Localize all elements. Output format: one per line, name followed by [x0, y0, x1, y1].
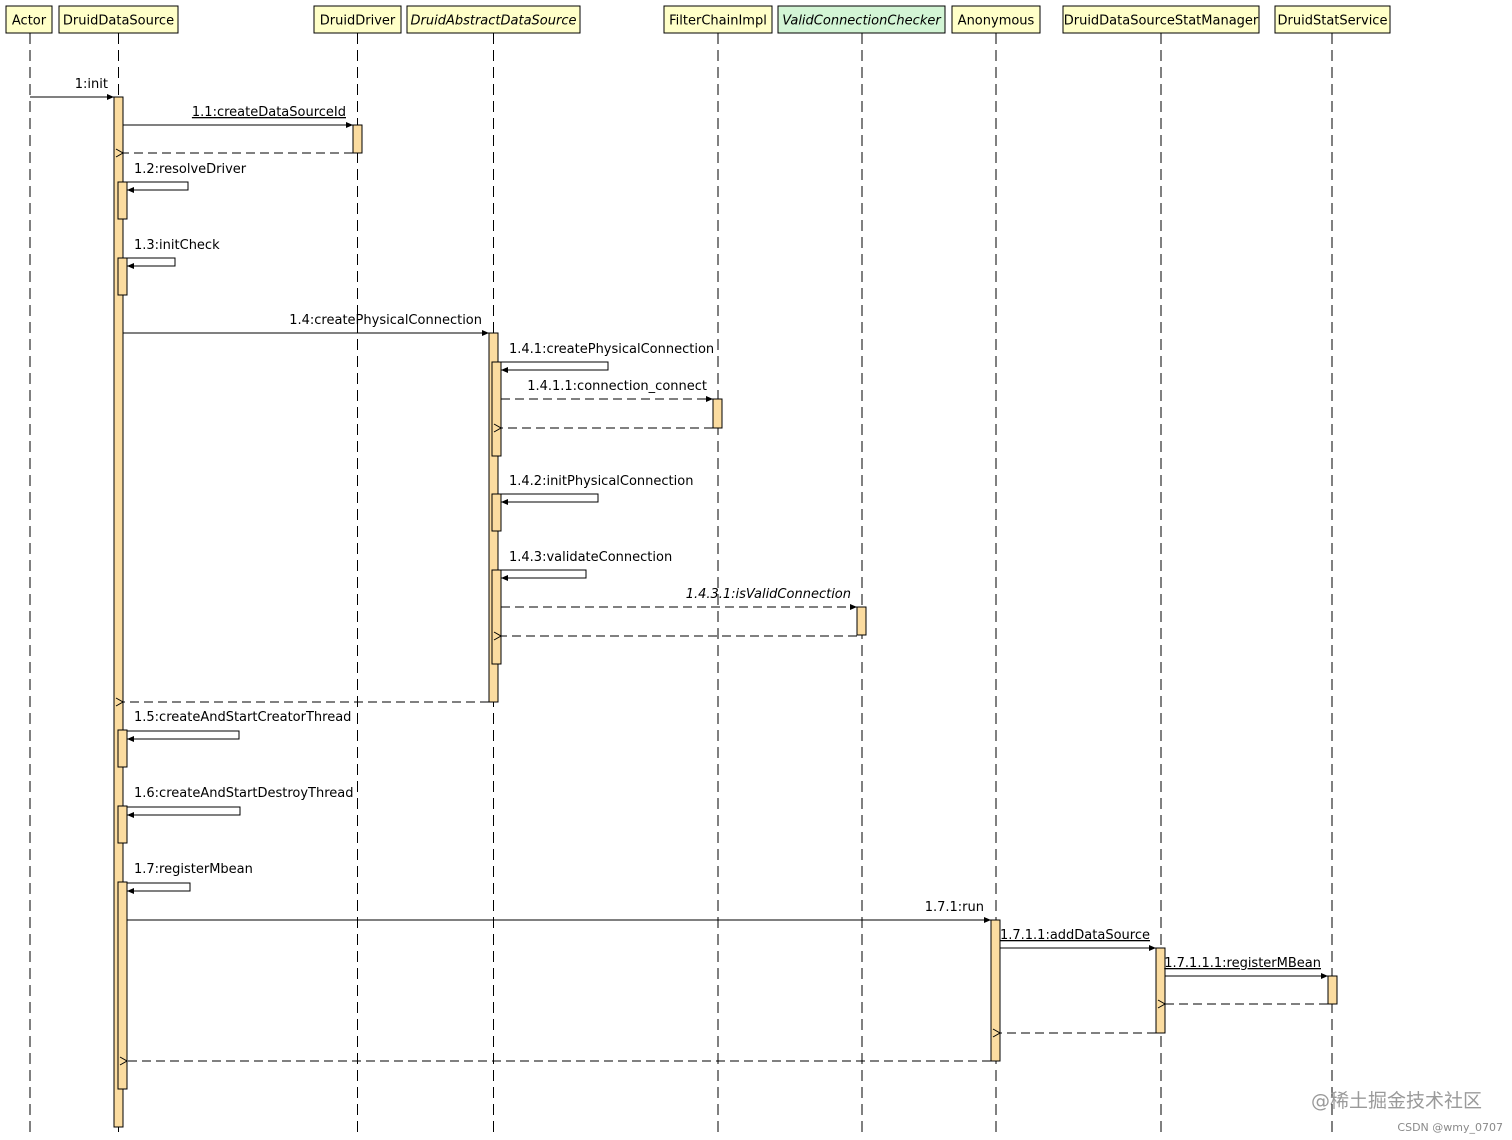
message-label-create-data-source-id: 1.1:createDataSourceId — [192, 105, 346, 120]
participant-druid-data-source-stat-manager: DruidDataSourceStatManager — [1062, 5, 1260, 34]
participant-actor: Actor — [5, 5, 53, 34]
message-label-init: 1:init — [75, 77, 108, 92]
activation-create-physical-connection — [491, 361, 502, 457]
message-label-create-physical-connection-inner: 1.4.1:createPhysicalConnection — [509, 342, 714, 357]
message-label-run: 1.7.1:run — [925, 900, 984, 915]
activation-druid-data-source-main — [113, 96, 124, 1128]
participant-druid-data-source: DruidDataSource — [58, 5, 179, 34]
watermark-credit: CSDN @wmy_0707 — [1397, 1121, 1503, 1134]
participant-druid-abstract-data-source-label: DruidAbstractDataSource — [410, 14, 576, 29]
watermark-site: @稀土掘金技术社区 — [1311, 1090, 1482, 1112]
message-arrow-create-physical-connection-inner — [501, 361, 609, 373]
participant-druid-data-source-stat-manager-label: DruidDataSourceStatManager — [1064, 14, 1259, 29]
activation-druid-stat-service — [1327, 975, 1338, 1005]
message-label-init-check: 1.3:initCheck — [134, 238, 220, 253]
message-arrow-init-physical-connection — [501, 493, 599, 505]
participant-druid-driver-label: DruidDriver — [320, 14, 396, 29]
message-arrow-validate-connection — [501, 569, 587, 581]
participant-druid-data-source-label: DruidDataSource — [63, 14, 174, 29]
activation-anonymous — [990, 919, 1001, 1062]
activation-druid-driver — [352, 124, 363, 154]
activation-filter-chain-impl — [712, 398, 723, 429]
message-label-creator-thread: 1.5:createAndStartCreatorThread — [134, 710, 351, 725]
activation-init-physical-connection — [491, 493, 502, 532]
message-arrow-register-mbean — [127, 882, 191, 894]
participant-valid-connection-checker: ValidConnectionChecker — [777, 5, 946, 34]
message-arrow-init-check — [127, 257, 176, 269]
participant-druid-abstract-data-source: DruidAbstractDataSource — [406, 5, 581, 34]
message-label-connection-connect: 1.4.1.1:connection_connect — [527, 379, 707, 394]
activation-validate-connection — [491, 569, 502, 665]
participant-anonymous-label: Anonymous — [958, 14, 1035, 29]
activation-valid-connection-checker — [856, 606, 867, 636]
message-label-init-physical-connection: 1.4.2:initPhysicalConnection — [509, 474, 693, 489]
message-arrow-destroy-thread — [127, 806, 241, 818]
message-label-register-mbean: 1.7:registerMbean — [134, 862, 253, 877]
message-arrow-resolve-driver — [127, 181, 189, 193]
activation-creator-thread — [117, 729, 128, 768]
activation-destroy-thread — [117, 805, 128, 844]
participant-anonymous: Anonymous — [951, 5, 1041, 34]
participant-druid-stat-service: DruidStatService — [1274, 5, 1391, 34]
activation-resolve-driver — [117, 181, 128, 220]
participant-actor-label: Actor — [12, 14, 47, 29]
activation-register-mbean — [117, 881, 128, 1090]
participant-valid-connection-checker-label: ValidConnectionChecker — [782, 14, 942, 29]
message-label-resolve-driver: 1.2:resolveDriver — [134, 162, 247, 177]
message-label-create-physical-connection: 1.4:createPhysicalConnection — [289, 313, 482, 328]
message-label-destroy-thread: 1.6:createAndStartDestroyThread — [134, 786, 354, 801]
message-label-add-data-source: 1.7.1.1:addDataSource — [1000, 928, 1150, 943]
activation-druid-data-source-stat-manager — [1155, 947, 1166, 1034]
message-label-register-mbean-stat: 1.7.1.1.1:registerMBean — [1164, 956, 1321, 971]
participant-filter-chain-impl-label: FilterChainImpl — [669, 14, 767, 29]
message-label-is-valid-connection: 1.4.3.1:isValidConnection — [686, 587, 851, 602]
participant-druid-driver: DruidDriver — [313, 5, 402, 34]
participant-druid-stat-service-label: DruidStatService — [1278, 14, 1388, 29]
activation-init-check — [117, 257, 128, 296]
participant-filter-chain-impl: FilterChainImpl — [663, 5, 773, 34]
message-label-validate-connection: 1.4.3:validateConnection — [509, 550, 672, 565]
message-arrow-creator-thread — [127, 730, 240, 742]
